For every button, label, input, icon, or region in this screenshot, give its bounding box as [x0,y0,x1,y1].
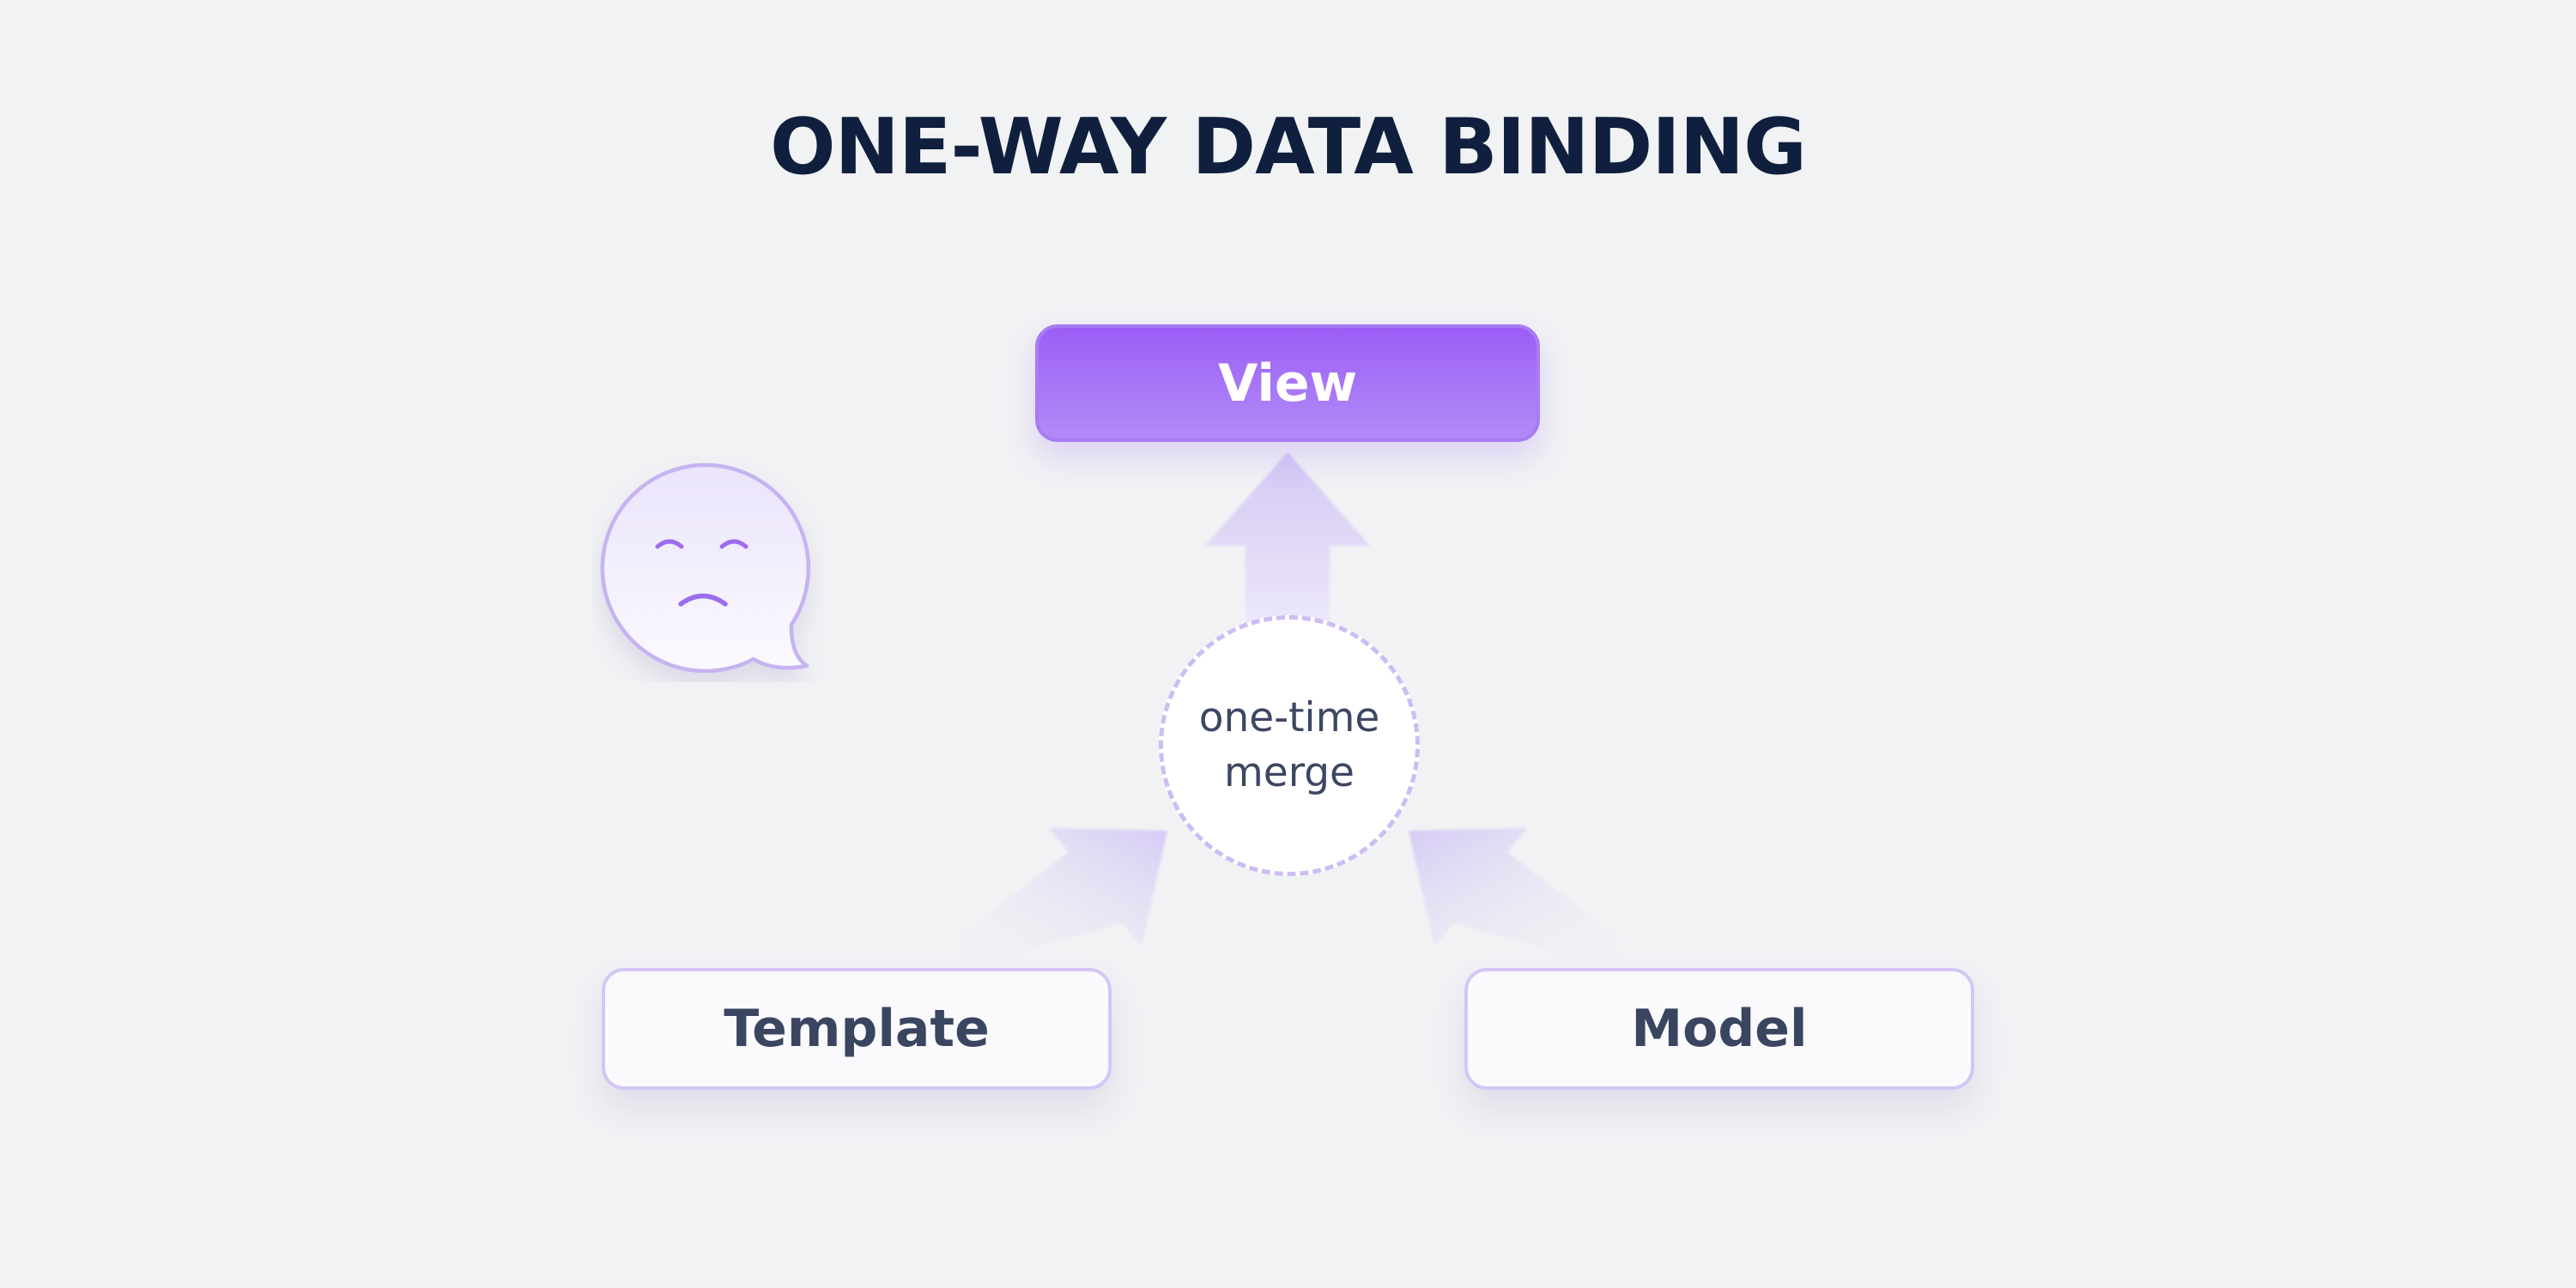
page-title: ONE-WAY DATA BINDING [770,102,1807,192]
view-label: View [1217,353,1358,414]
one-time-merge-node: one-time merge [1159,615,1420,876]
merge-label-line1: one-time [1198,694,1380,741]
arrow-from-model [1409,828,1653,964]
template-label: Template [724,999,990,1059]
model-label: Model [1631,999,1808,1059]
arrow-to-view [1205,452,1370,625]
template-node: Template [602,968,1112,1090]
arrow-from-template [923,828,1167,964]
view-node: View [1035,324,1540,442]
model-node: Model [1464,968,1974,1090]
sad-face-speech-bubble-icon [600,463,811,674]
merge-label-line2: merge [1224,749,1355,796]
